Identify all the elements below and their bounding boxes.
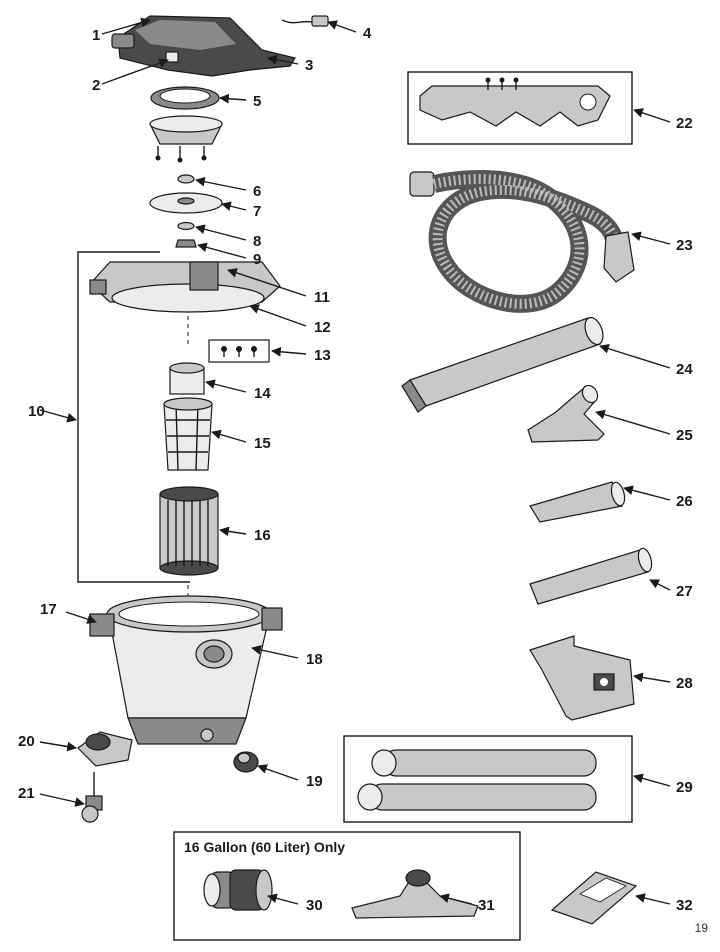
callout-8: 8 xyxy=(253,233,261,250)
callout-leader-16 xyxy=(219,526,247,537)
callout-1: 1 xyxy=(92,27,100,44)
callout-leader-9 xyxy=(197,242,247,259)
callout-9: 9 xyxy=(253,251,261,268)
impeller-disc xyxy=(149,192,223,214)
callout-19: 19 xyxy=(306,773,323,790)
callout-leader-2 xyxy=(101,58,169,85)
washer-mid xyxy=(177,221,195,231)
callout-16: 16 xyxy=(254,527,271,544)
nut xyxy=(175,239,197,248)
callout-leader-5 xyxy=(219,93,247,104)
callout-leader-21 xyxy=(39,793,85,807)
callout-leader-11 xyxy=(227,268,307,297)
callout-12: 12 xyxy=(314,319,331,336)
washer-top xyxy=(177,174,195,184)
callout-leader-10 xyxy=(39,409,77,423)
gasket-ring xyxy=(150,86,220,110)
callout-23: 23 xyxy=(676,237,693,254)
callout-30: 30 xyxy=(306,897,323,914)
small-crevice-nozzle xyxy=(529,481,626,523)
callout-leader-31 xyxy=(439,893,473,905)
hose-holder-box xyxy=(407,71,633,145)
callout-22: 22 xyxy=(676,115,693,132)
callout-27: 27 xyxy=(676,583,693,600)
callout-14: 14 xyxy=(254,385,271,402)
callout-17: 17 xyxy=(40,601,57,618)
power-cord xyxy=(281,15,329,27)
callout-11: 11 xyxy=(314,289,330,306)
callout-leader-24 xyxy=(599,343,671,369)
callout-leader-1 xyxy=(101,17,151,35)
filter-cage xyxy=(163,397,213,471)
callout-leader-29 xyxy=(633,773,671,787)
manual xyxy=(550,871,638,925)
assembly-bracket xyxy=(77,251,190,583)
impeller-cage xyxy=(149,115,223,163)
callouts: 1234567891011121314151617181920212223242… xyxy=(18,17,693,914)
callout-leader-23 xyxy=(631,231,671,245)
caster-base xyxy=(77,731,133,767)
callout-6: 6 xyxy=(253,183,261,200)
box-title: 16 Gallon (60 Liter) Only xyxy=(184,839,345,855)
page-number: 19 xyxy=(695,921,709,935)
screws-box xyxy=(208,339,270,363)
cartridge-filter xyxy=(159,486,219,576)
callout-leader-6 xyxy=(195,176,247,191)
callout-13: 13 xyxy=(314,347,331,364)
callout-leader-19 xyxy=(257,764,299,781)
callout-24: 24 xyxy=(676,361,693,378)
callout-leader-7 xyxy=(221,201,247,211)
callout-leader-13 xyxy=(271,346,307,357)
claw-nozzle xyxy=(401,316,604,413)
callout-7: 7 xyxy=(253,203,261,220)
drum xyxy=(89,595,283,745)
hose-adapter xyxy=(203,869,273,911)
utility-nozzle xyxy=(527,384,605,443)
filter-bag xyxy=(529,635,635,721)
callout-31: 31 xyxy=(478,897,495,914)
callout-leader-4 xyxy=(327,20,357,33)
callout-5: 5 xyxy=(253,93,261,110)
motor-head xyxy=(111,15,296,77)
callout-20: 20 xyxy=(18,733,35,750)
callout-leader-14 xyxy=(205,379,247,393)
callout-32: 32 xyxy=(676,897,693,914)
lid xyxy=(89,261,281,313)
callout-15: 15 xyxy=(254,435,271,452)
crevice-tool-long xyxy=(529,547,653,605)
sixteen-gallon-box: 16 Gallon (60 Liter) Only xyxy=(173,831,521,941)
hose xyxy=(409,170,635,313)
callout-leader-32 xyxy=(635,893,671,905)
callout-2: 2 xyxy=(92,77,100,94)
callout-leader-18 xyxy=(251,645,299,659)
callout-26: 26 xyxy=(676,493,693,510)
callout-21: 21 xyxy=(18,785,35,802)
float xyxy=(169,362,205,395)
callout-leader-20 xyxy=(39,741,77,752)
callout-29: 29 xyxy=(676,779,693,796)
callout-25: 25 xyxy=(676,427,693,444)
callout-leader-27 xyxy=(649,579,671,591)
callout-leader-26 xyxy=(623,485,671,501)
extension-wands-box xyxy=(343,735,633,823)
callout-leader-22 xyxy=(633,108,671,123)
caster-wheel xyxy=(81,772,103,823)
callout-leader-17 xyxy=(65,611,97,624)
callout-leader-30 xyxy=(267,893,299,905)
callout-leader-25 xyxy=(595,409,671,435)
drain-cap xyxy=(233,751,259,773)
callout-leader-8 xyxy=(195,224,247,241)
callout-3: 3 xyxy=(305,57,313,74)
callout-leader-28 xyxy=(633,672,671,683)
callout-28: 28 xyxy=(676,675,693,692)
callout-4: 4 xyxy=(363,25,372,42)
callout-leader-3 xyxy=(267,54,299,65)
callout-leader-12 xyxy=(249,304,307,327)
callout-18: 18 xyxy=(306,651,323,668)
callout-10: 10 xyxy=(28,403,45,420)
callout-leader-15 xyxy=(211,429,247,443)
